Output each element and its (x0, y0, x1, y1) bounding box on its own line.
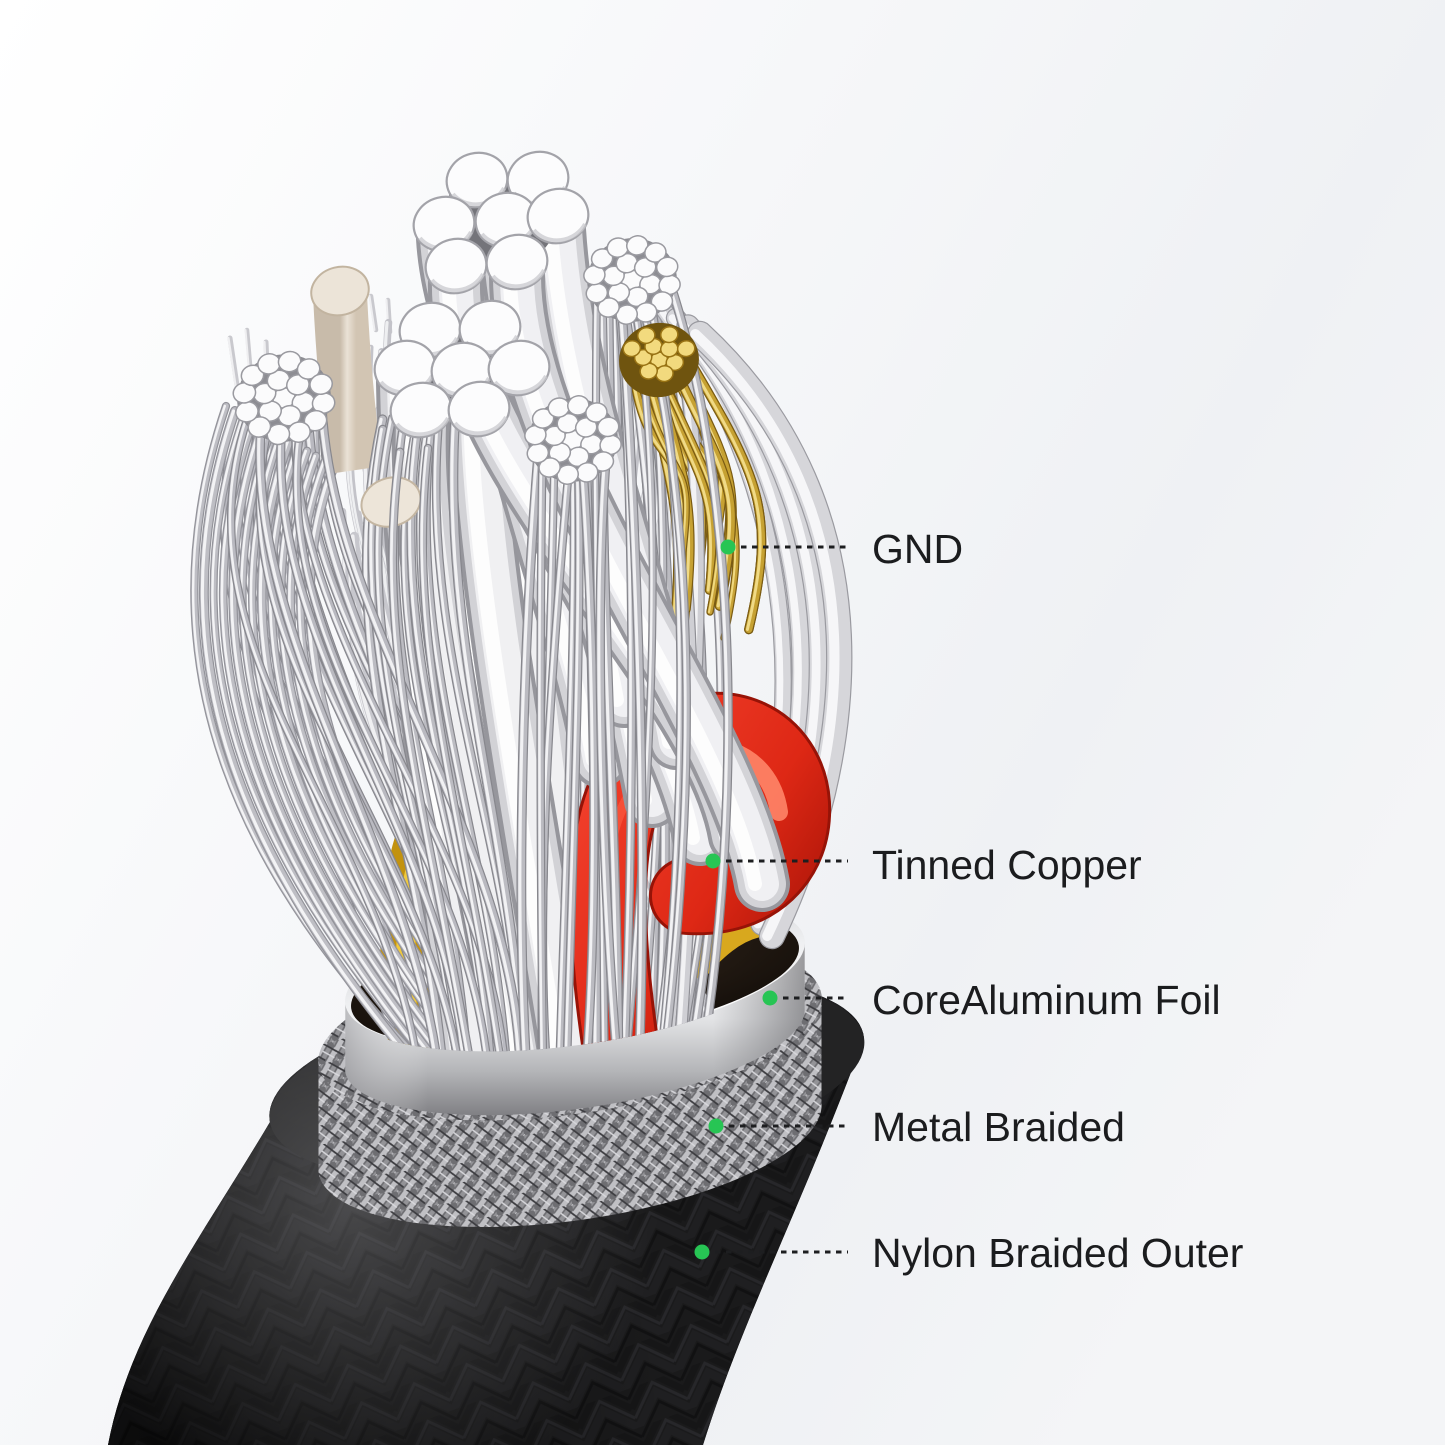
svg-text:Metal Braided: Metal Braided (872, 1104, 1125, 1150)
svg-text:CoreAluminum Foil: CoreAluminum Foil (872, 977, 1221, 1023)
svg-text:Nylon Braided Outer: Nylon Braided Outer (872, 1230, 1243, 1276)
svg-text:Tinned Copper: Tinned Copper (872, 842, 1142, 888)
svg-text:GND: GND (872, 526, 963, 572)
